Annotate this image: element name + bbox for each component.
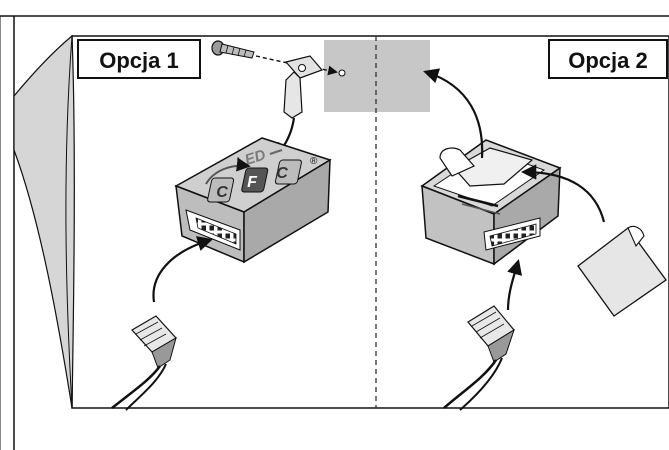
mounting-bracket-icon bbox=[283, 55, 324, 119]
mount-hole bbox=[338, 69, 346, 77]
cable-to-device-arrow-option-1 bbox=[152, 236, 213, 303]
screw-icon bbox=[211, 40, 255, 59]
option-2-label: Opcja 2 bbox=[548, 39, 668, 79]
option-2-label-text: Opcja 2 bbox=[568, 48, 647, 73]
cable-to-device-arrow-option-2 bbox=[506, 259, 523, 311]
adhesive-pad-icon bbox=[577, 225, 667, 317]
logo-letter-c-right: C bbox=[276, 165, 288, 182]
logo-letter-c-left: C bbox=[216, 184, 228, 201]
page-frame bbox=[0, 15, 669, 450]
device-to-surface-arrow bbox=[423, 68, 484, 159]
option-1-label-text: Opcja 1 bbox=[99, 48, 178, 73]
adhesive-tape-icon-on-device bbox=[439, 147, 534, 187]
mounting-surface bbox=[13, 34, 669, 409]
connector-plug-icon-option-1 bbox=[111, 315, 177, 411]
pad-to-device-arrow bbox=[520, 164, 606, 223]
device-logo: LED C F C ® bbox=[205, 146, 318, 203]
trademark-symbol: ® bbox=[310, 156, 318, 167]
logo-letter-f: F bbox=[247, 174, 258, 191]
mounting-area bbox=[324, 40, 430, 112]
connector-plug-icon-option-2 bbox=[443, 305, 515, 411]
logo-swoosh-icon bbox=[205, 157, 251, 185]
option-1-label: Opcja 1 bbox=[77, 39, 201, 79]
